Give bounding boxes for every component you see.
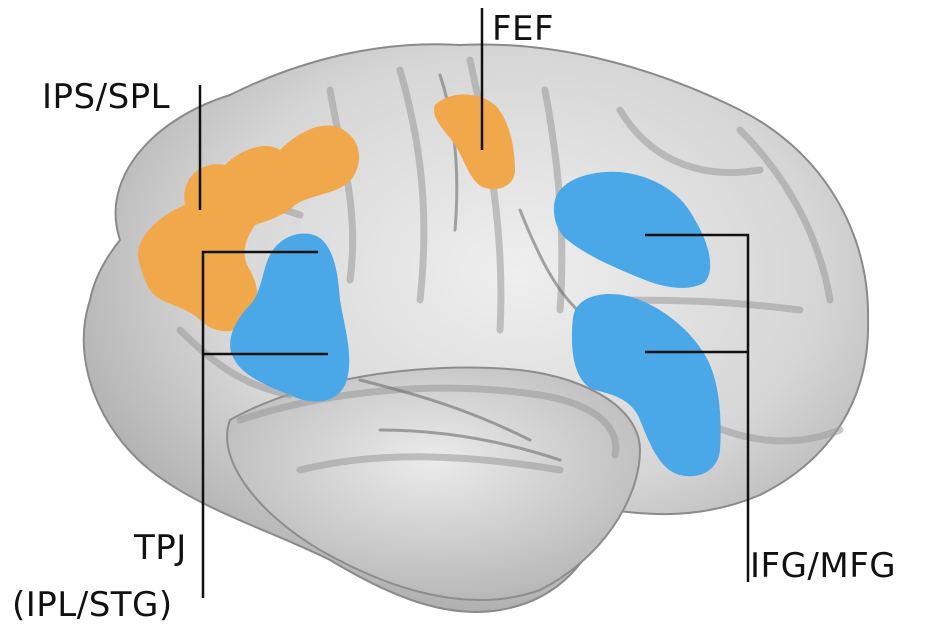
- ifg-mfg-region-upper: [553, 171, 711, 288]
- temporal-lobe: [226, 366, 642, 601]
- fef-label: FEF: [492, 9, 555, 49]
- tpj-leader-line: [201, 250, 318, 598]
- tpj-label: TPJ: [134, 528, 187, 568]
- ifg-mfg-label: IFG/MFG: [750, 546, 897, 586]
- ifg-mfg-leader-line: [645, 233, 750, 582]
- leader-lines: [198, 8, 750, 598]
- ifg-mfg-region-lower: [572, 294, 721, 477]
- ips-spl-region: [138, 125, 360, 332]
- tpj-sublabel: (IPL/STG): [12, 585, 173, 625]
- ips-spl-label: IPS/SPL: [42, 77, 171, 117]
- fef-region: [434, 94, 515, 190]
- tpj-region: [230, 233, 350, 402]
